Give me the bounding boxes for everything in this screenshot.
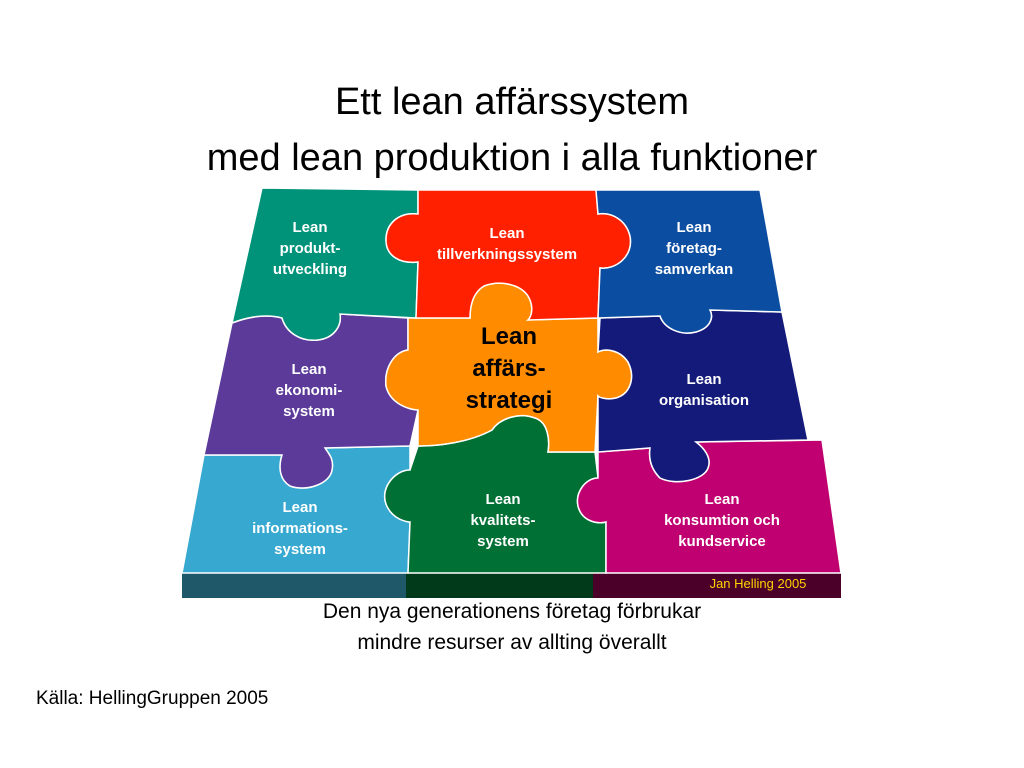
label-line: konsumtion och — [664, 512, 780, 529]
credit-text: Jan Helling 2005 — [710, 576, 807, 591]
base-slab-left — [182, 573, 406, 598]
label-line: Lean — [291, 361, 326, 378]
label-company-collaboration: Lean företag-samverkan — [655, 219, 733, 278]
label-line: Lean — [485, 491, 520, 508]
label-line: Lean — [704, 491, 739, 508]
label-business-strategy: Lean affärs-strategi — [466, 323, 553, 414]
label-line: utveckling — [273, 261, 347, 278]
label-line: ekonomi- — [276, 382, 343, 399]
label-line: strategi — [466, 387, 553, 414]
label-economy-system: Lean ekonomi-system — [276, 361, 343, 420]
label-line: kundservice — [678, 533, 766, 550]
piece-company-collaboration — [595, 189, 783, 334]
label-consumption-service: Lean konsumtion och kundservice — [664, 491, 780, 550]
label-line: Lean — [481, 323, 537, 350]
label-line: tillverkningssystem — [437, 246, 577, 263]
base-slab-right — [593, 573, 841, 598]
source-note: Källa: HellingGruppen 2005 — [36, 688, 269, 709]
label-line: Lean — [292, 219, 327, 236]
label-line: Lean — [282, 499, 317, 516]
label-line: kvalitets- — [470, 512, 535, 529]
label-quality-system: Lean kvalitets-system — [470, 491, 535, 550]
label-line: affärs- — [472, 355, 545, 382]
slide-title-line-1: Ett lean affärssystem — [334, 81, 690, 123]
base-slab-middle — [406, 573, 593, 598]
caption-line-1: Den nya generationens företag förbrukar — [322, 600, 702, 623]
label-line: Lean — [676, 219, 711, 236]
label-line: Lean — [489, 225, 524, 242]
label-line: informations- — [252, 520, 348, 537]
label-line: Lean — [686, 371, 721, 388]
label-product-development: Lean produkt-utveckling — [273, 219, 347, 278]
label-manufacturing-system: Lean tillverkningssystem — [437, 225, 577, 263]
label-line: produkt- — [280, 240, 341, 257]
label-line: organisation — [659, 392, 749, 409]
label-line: företag- — [666, 240, 722, 257]
label-organisation: Lean organisation — [659, 371, 749, 409]
label-line: system — [477, 533, 529, 550]
label-information-system: Lean informations-system — [252, 499, 348, 558]
label-line: system — [283, 403, 335, 420]
label-line: samverkan — [655, 261, 733, 278]
label-line: system — [274, 541, 326, 558]
slide-title-line-2: med lean produktion i alla funktioner — [206, 137, 818, 179]
caption-line-2: mindre resurser av allting överallt — [357, 631, 667, 654]
